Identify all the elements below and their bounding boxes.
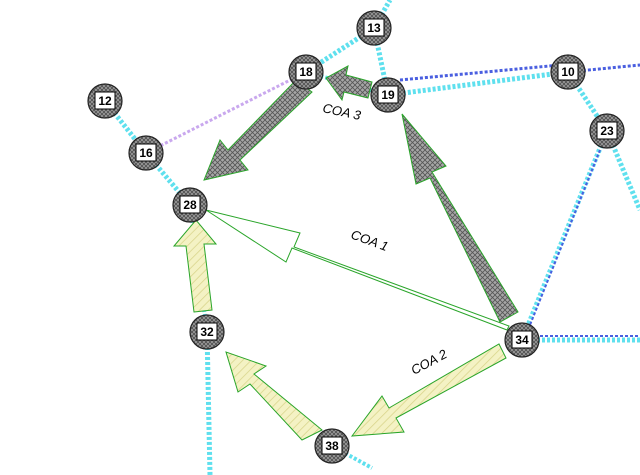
node-23[interactable]: 23 (589, 113, 625, 149)
coa2-arrow-32-28 (172, 219, 218, 313)
node-label-box (94, 91, 116, 110)
node-12[interactable]: 12 (87, 83, 123, 119)
road-23-34-blue (529, 149, 601, 326)
node-label-box (196, 322, 218, 341)
node-16[interactable]: 16 (128, 135, 164, 171)
node-34[interactable]: 34 (504, 322, 540, 358)
road-19-10-blue (399, 63, 561, 82)
coa2-arrow-38-32 (225, 351, 323, 441)
road-19-10 (387, 69, 569, 98)
node-28[interactable]: 28 (172, 187, 208, 223)
road-32-bottom (204, 331, 213, 475)
coa3-arrow (325, 65, 373, 102)
coa1-arrow (205, 209, 510, 331)
node-label: 32 (200, 325, 214, 339)
road-23-34 (519, 130, 610, 341)
coa-label-group: COA 1 COA 2 COA 3 (321, 100, 450, 377)
node-group: 13 18 19 10 12 16 23 28 32 34 38 (87, 10, 625, 464)
node-label-box (557, 62, 579, 81)
coa2-arrow (350, 343, 507, 437)
coa3-label: COA 3 (321, 100, 363, 123)
node-18[interactable]: 18 (288, 54, 324, 90)
node-19[interactable]: 19 (370, 77, 406, 113)
node-label: 28 (183, 198, 197, 212)
node-label: 18 (299, 65, 313, 79)
node-label: 13 (367, 21, 381, 35)
node-10[interactable]: 10 (550, 54, 586, 90)
node-38[interactable]: 38 (314, 428, 350, 464)
node-label-box (179, 195, 201, 214)
coa-gray-arrow-18-28 (203, 79, 313, 181)
coa-arrows (172, 65, 519, 441)
node-label: 16 (139, 146, 153, 160)
node-label-box (295, 62, 317, 81)
road-23-right (604, 130, 640, 211)
node-label: 34 (515, 333, 529, 347)
node-label-box (511, 330, 533, 349)
coa-gray-arrow-34-19 (401, 113, 519, 323)
coa1-label: COA 1 (349, 227, 390, 254)
node-label: 19 (381, 88, 395, 102)
node-label: 12 (98, 94, 112, 108)
node-13[interactable]: 13 (356, 10, 392, 46)
coa2-label: COA 2 (408, 346, 450, 378)
node-32[interactable]: 32 (189, 314, 225, 350)
node-label: 10 (561, 65, 575, 79)
node-label-box (596, 121, 618, 140)
node-label: 38 (325, 439, 339, 453)
node-label-box (321, 436, 343, 455)
node-label-box (377, 85, 399, 104)
node-label-box (135, 143, 157, 162)
node-label: 23 (600, 124, 614, 138)
node-label-box (363, 18, 385, 37)
